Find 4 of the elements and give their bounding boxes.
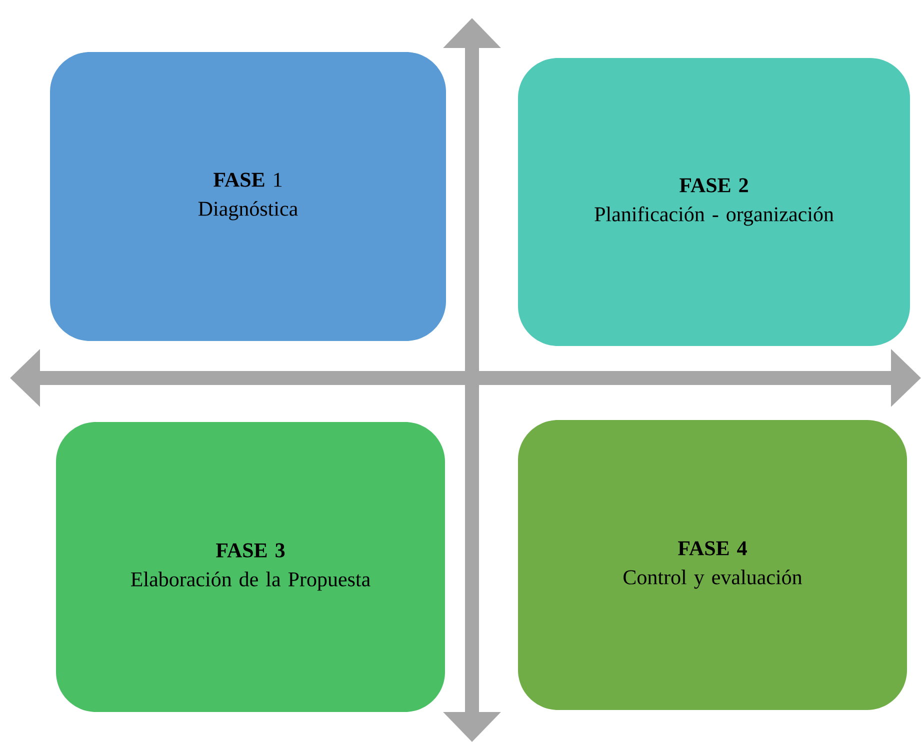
phase-box: FASE 2 Planificación - organización bbox=[518, 58, 910, 346]
phase-box: FASE 3 Elaboración de la Propuesta bbox=[56, 422, 445, 712]
phase-box: FASE 1 Diagnóstica bbox=[50, 52, 446, 341]
phase-box: FASE 4 Control y evaluación bbox=[518, 420, 907, 710]
